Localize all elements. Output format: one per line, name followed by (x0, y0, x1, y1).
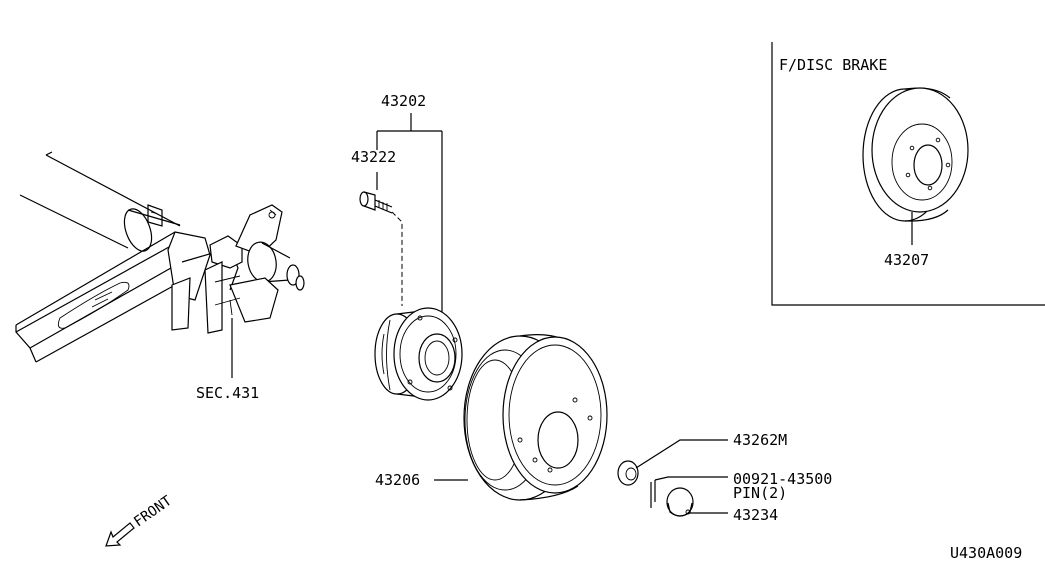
label-00921-43500: 00921-43500 (733, 470, 832, 488)
front-label: FRONT (131, 493, 175, 531)
label-43202: 43202 (381, 92, 426, 110)
label-43207: 43207 (884, 251, 929, 269)
label-43262m: 43262M (733, 431, 787, 449)
front-arrow-icon (105, 522, 135, 547)
bracket-43202 (376, 113, 443, 315)
hub-cap-illustration (666, 487, 694, 517)
label-43234: 43234 (733, 506, 778, 524)
hub-bearing-illustration (374, 307, 463, 401)
label-sec431: SEC.431 (196, 384, 259, 402)
brake-drum-illustration (463, 334, 608, 501)
label-43222: 43222 (351, 148, 396, 166)
inset-frame (771, 42, 1045, 306)
hub-bolt-illustration (359, 191, 393, 214)
hub-nut-illustration (617, 460, 639, 486)
cotter-pin-illustration (650, 480, 656, 508)
diagram-code: U430A009 (950, 544, 1022, 562)
rear-axle-beam-illustration (15, 151, 305, 363)
label-pin-2: PIN(2) (733, 484, 787, 502)
inset-title: F/DISC BRAKE (779, 56, 887, 74)
label-43206: 43206 (375, 471, 420, 489)
disc-rotor-illustration (862, 87, 969, 222)
